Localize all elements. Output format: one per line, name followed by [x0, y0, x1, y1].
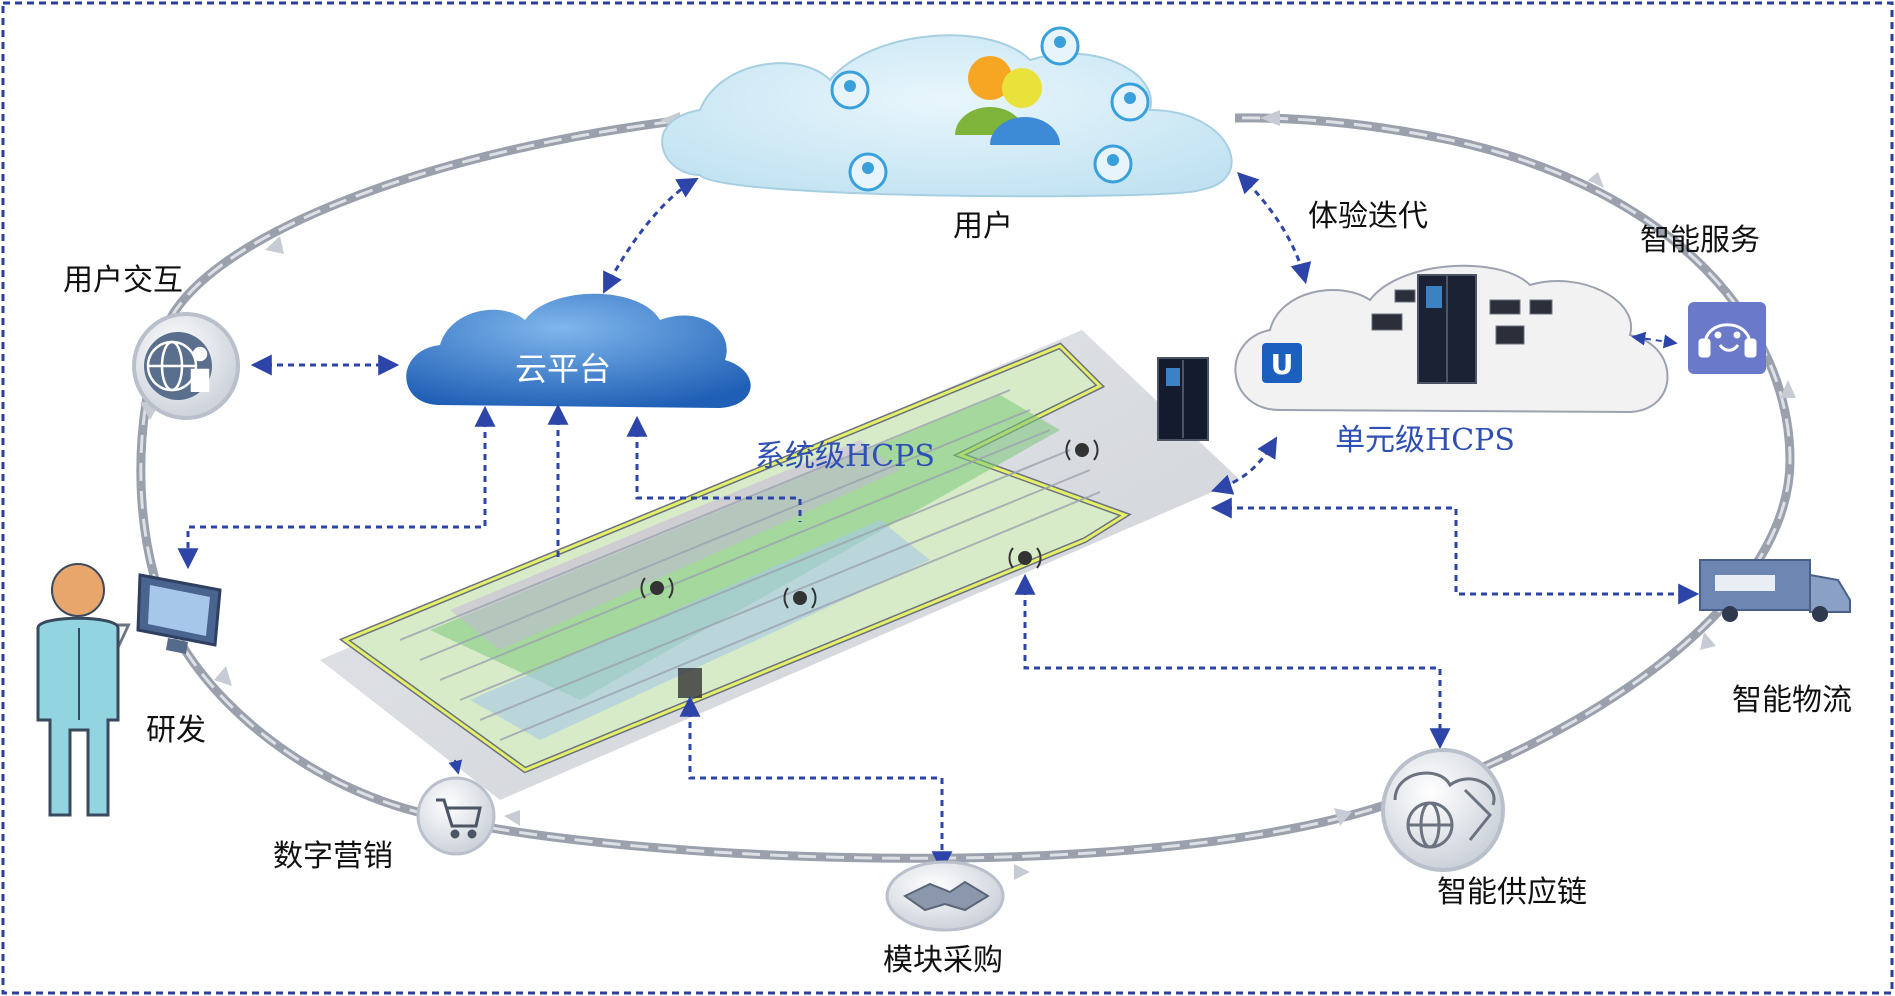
digital-marketing-node [416, 776, 496, 856]
avatar-icon [830, 26, 1150, 192]
person-figure-icon [36, 563, 120, 817]
svg-text:U: U [1271, 348, 1294, 381]
cloud-platform-label: 云平台 [515, 350, 611, 388]
monitor-icon [136, 573, 222, 654]
label-user: 用户 [953, 209, 1013, 244]
factory-floor [50, 330, 1240, 800]
truck-icon [1699, 559, 1851, 622]
globe-cloud-icon [1393, 771, 1496, 849]
headset-icon [1698, 323, 1757, 358]
label-digital-marketing: 数字营销 [273, 839, 393, 874]
module-procurement-node [885, 860, 1005, 932]
shopping-cart-icon [436, 798, 482, 839]
users-group-icon [955, 56, 1060, 145]
label-rnd: 研发 [146, 713, 206, 748]
label-experience-iteration: 体验迭代 [1308, 199, 1428, 234]
smart-supply-chain-node [1381, 748, 1505, 872]
smart-service-node [1688, 302, 1766, 374]
cloud-platform: 云平台 [406, 293, 751, 408]
connection-arrows [177, 172, 1700, 873]
label-module-procurement: 模块采购 [883, 943, 1003, 978]
label-smart-service: 智能服务 [1640, 223, 1760, 258]
u-logo-icon: U [1262, 343, 1302, 383]
user-interaction-node [132, 312, 240, 420]
label-system-hcps: 系统级HCPS [755, 439, 935, 474]
refrigerator-icon [1417, 274, 1477, 384]
label-user-interaction: 用户交互 [63, 263, 183, 298]
rfid-icon [640, 439, 1099, 609]
user-cloud [661, 26, 1233, 198]
globe-person-icon [146, 340, 210, 392]
handshake-icon [903, 880, 990, 912]
refrigerator-icon [1157, 357, 1209, 441]
unit-cloud: U [1234, 264, 1669, 414]
label-smart-supply-chain: 智能供应链 [1437, 875, 1587, 910]
label-smart-logistics: 智能物流 [1732, 683, 1852, 718]
label-unit-hcps: 单元级HCPS [1335, 423, 1515, 458]
